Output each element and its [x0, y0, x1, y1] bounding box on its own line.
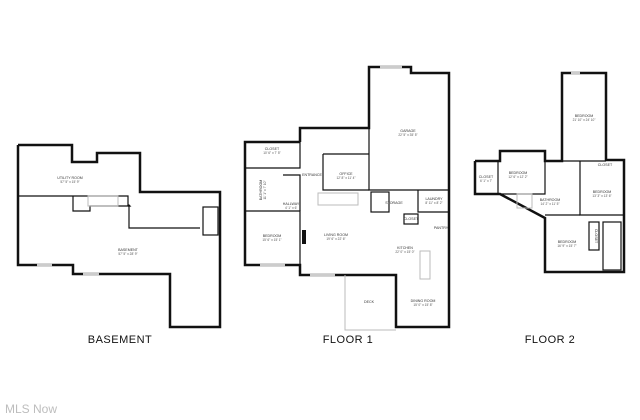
floor-label: FLOOR 2: [525, 334, 576, 346]
garage-wall: [368, 128, 449, 191]
room-label: HALLWAY: [283, 202, 300, 206]
room-label: BEDROOM: [509, 171, 528, 175]
closet-wall: [403, 213, 419, 225]
bathroom-wall: [602, 221, 622, 271]
room-dims: 14' 2" x 11' 5": [540, 202, 559, 206]
room-label: KITCHEN: [397, 246, 413, 250]
room-label: PANTRY: [434, 226, 449, 230]
room-label: LAUNDRY: [425, 197, 443, 201]
basement-stairs: [87, 195, 119, 207]
laundry-wall: [417, 190, 449, 213]
room-dims: 11' 1" x 7' 10": [263, 180, 267, 199]
deck-outline: [344, 275, 396, 331]
room-label: CLOSET: [598, 163, 613, 167]
room-label: DECK: [364, 300, 375, 304]
room-label: CLOSET: [265, 147, 280, 151]
basement-bathroom: [202, 206, 219, 236]
room-dims: 13' 3" x 13' 6": [592, 194, 611, 198]
floor-1-plan: CLOSET 10' 6" x 7' 5" BATHROOM 11' 1" x …: [243, 65, 451, 346]
basement-plan: UTILITY ROOM 57' 5" x 15' 9" BASEMENT 57…: [16, 143, 222, 346]
room-label: ENTRANCE: [302, 173, 322, 177]
wall: [579, 161, 624, 216]
office-wall: [322, 154, 369, 191]
floor-2-plan: BEDROOM 21' 10" x 24' 10" CLOSET 6' 1" x…: [473, 71, 626, 346]
room-dims: 22' 5" x 35' 5": [398, 133, 417, 137]
room-label: BATHROOM: [540, 198, 561, 202]
room-label: BEDROOM: [558, 240, 577, 244]
room-dims: 15' 6" x 15' 1": [262, 238, 281, 242]
room-label: LIVING ROOM: [324, 233, 348, 237]
room-label: DINING ROOM: [411, 299, 436, 303]
room-dims: 21' 10" x 24' 10": [573, 118, 596, 122]
basement-outer-wall: [16, 143, 222, 329]
watermark: MLS Now: [5, 402, 58, 416]
wall: [72, 196, 130, 212]
room-dims: 22' 0" x 15' 0": [395, 250, 414, 254]
room-dims: 12' 8" x 11' 4": [336, 176, 355, 180]
room-label: BASEMENT: [118, 248, 139, 252]
room-label: BEDROOM: [575, 114, 594, 118]
wall: [18, 195, 132, 207]
room-label: BEDROOM: [593, 190, 612, 194]
room-label: BEDROOM: [263, 234, 282, 238]
room-dims: 8' 11" x 8' 2": [425, 201, 442, 205]
room-dims: 6' 1" x 7': [480, 179, 492, 183]
room-dims: 57' 5" x 15' 9": [60, 180, 79, 184]
room-dims: 10' 6" x 7' 5": [263, 151, 280, 155]
room-label: CLOSET: [479, 175, 494, 179]
floor-label: FLOOR 1: [323, 334, 374, 346]
floor-label: BASEMENT: [88, 334, 153, 346]
closet-wall: [588, 221, 600, 251]
powder-room: [370, 191, 390, 213]
room-label: UTILITY ROOM: [57, 176, 83, 180]
floor-2-outer-wall: [473, 71, 626, 274]
room-label: GARAGE: [400, 129, 416, 133]
kitchen-island: [419, 250, 431, 280]
room-label: CLOSET: [594, 229, 598, 244]
room-label: BATHROOM: [259, 180, 263, 201]
room-dims: 4' 1" x 6': [285, 206, 297, 210]
closet-wall: [245, 142, 301, 169]
fireplace: [302, 230, 306, 244]
room-dims: 57' 5" x 28' 9": [118, 252, 137, 256]
stairs: [317, 192, 359, 206]
room-dims: 15' 0" x 15' 8": [413, 303, 432, 307]
room-label: CLOSET: [404, 217, 419, 221]
wall: [500, 161, 546, 195]
room-dims: 19' 6" x 22' 6": [326, 237, 345, 241]
wall: [128, 205, 200, 229]
room-dims: 12' 6" x 12' 2": [508, 175, 527, 179]
room-dims: 16' 9" x 15' 7": [557, 244, 576, 248]
stairs: [516, 193, 533, 209]
room-label: STORAGE: [385, 201, 403, 205]
room-label: OFFICE: [339, 172, 353, 176]
hallway-wall: [283, 174, 301, 211]
